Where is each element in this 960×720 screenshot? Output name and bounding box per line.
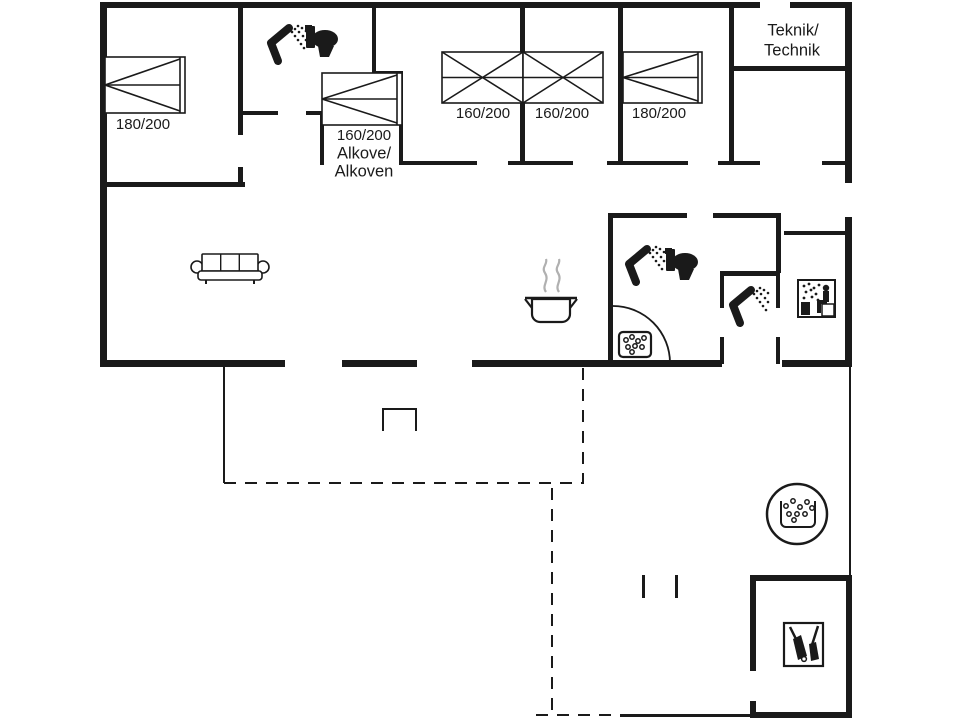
bed-size-label: 180/200 — [631, 105, 687, 123]
wall-segment — [750, 575, 756, 671]
terrace-dashed-line — [536, 714, 620, 716]
wall-segment — [608, 213, 613, 365]
wall-segment — [776, 271, 780, 308]
technik-room-label: Technik — [764, 41, 820, 60]
hot-tub-icon — [765, 482, 829, 546]
wall-segment — [750, 712, 852, 718]
wall-segment — [508, 161, 573, 165]
wall-segment — [845, 2, 852, 183]
gate-post-line — [642, 575, 645, 598]
wall-segment — [238, 2, 243, 135]
wall-segment — [306, 111, 324, 115]
wall-segment — [472, 360, 722, 367]
toilet-icon — [665, 248, 698, 280]
stove-pot-icon — [524, 258, 578, 324]
bed-size-label: 160/200 — [336, 127, 392, 145]
wall-segment — [342, 360, 417, 367]
gate-post-line — [675, 575, 678, 598]
sauna-icon — [797, 279, 836, 318]
wall-segment — [100, 182, 245, 187]
bed-mid-left — [441, 51, 524, 104]
wall-segment — [822, 161, 852, 165]
bed-size-label: 160/200 — [455, 105, 511, 123]
alcove-room-label: Alkoven — [334, 162, 394, 181]
technik-room-label: Teknik/ — [767, 21, 819, 40]
wall-segment — [320, 111, 324, 165]
wall-segment — [713, 213, 780, 218]
tools-icon — [782, 621, 825, 668]
wall-segment — [846, 575, 852, 718]
terrace-edge-line — [620, 714, 750, 717]
bed-ne — [622, 51, 703, 104]
toilet-icon — [305, 25, 338, 57]
wall-segment — [729, 2, 734, 163]
wall-segment — [607, 161, 688, 165]
wall-segment — [784, 231, 846, 235]
wall-segment — [401, 161, 477, 165]
wall-segment — [100, 360, 285, 367]
terrace-edge-line — [223, 367, 225, 483]
terrace-dashed-line — [582, 368, 584, 482]
wall-segment — [720, 337, 724, 364]
wall-segment — [238, 111, 278, 115]
wall-segment — [608, 213, 687, 218]
wall-segment — [782, 360, 852, 367]
wall-segment — [750, 575, 852, 581]
wall-segment — [720, 271, 724, 308]
wall-segment — [100, 2, 760, 8]
shower-icon — [733, 287, 769, 323]
terrace-dashed-line — [551, 488, 553, 716]
wall-segment — [845, 217, 852, 365]
wall-segment — [729, 66, 852, 71]
wall-segment — [238, 167, 243, 187]
bed-size-label: 160/200 — [534, 105, 590, 123]
wall-segment — [618, 2, 623, 163]
shower-icon — [271, 25, 307, 61]
shower-icon — [629, 246, 665, 282]
wall-segment — [776, 337, 780, 364]
wall-segment — [790, 2, 852, 8]
bed-size-label: 180/200 — [115, 116, 171, 134]
door-swing-arc — [612, 305, 671, 364]
wall-segment — [372, 2, 376, 75]
bed-mid-right — [522, 51, 604, 104]
terrace-edge-line — [849, 365, 851, 577]
washbasin-icon — [617, 330, 653, 359]
bed-nw — [104, 56, 186, 114]
grill-icon — [382, 408, 417, 431]
wall-segment — [718, 161, 760, 165]
wall-segment — [776, 213, 781, 273]
bed-alcove — [321, 72, 403, 126]
alcove-room-label: Alkove/ — [336, 144, 392, 163]
sofa-icon — [190, 253, 270, 284]
wall-segment — [720, 271, 780, 276]
terrace-dashed-line — [224, 482, 584, 484]
wall-segment — [750, 701, 756, 718]
